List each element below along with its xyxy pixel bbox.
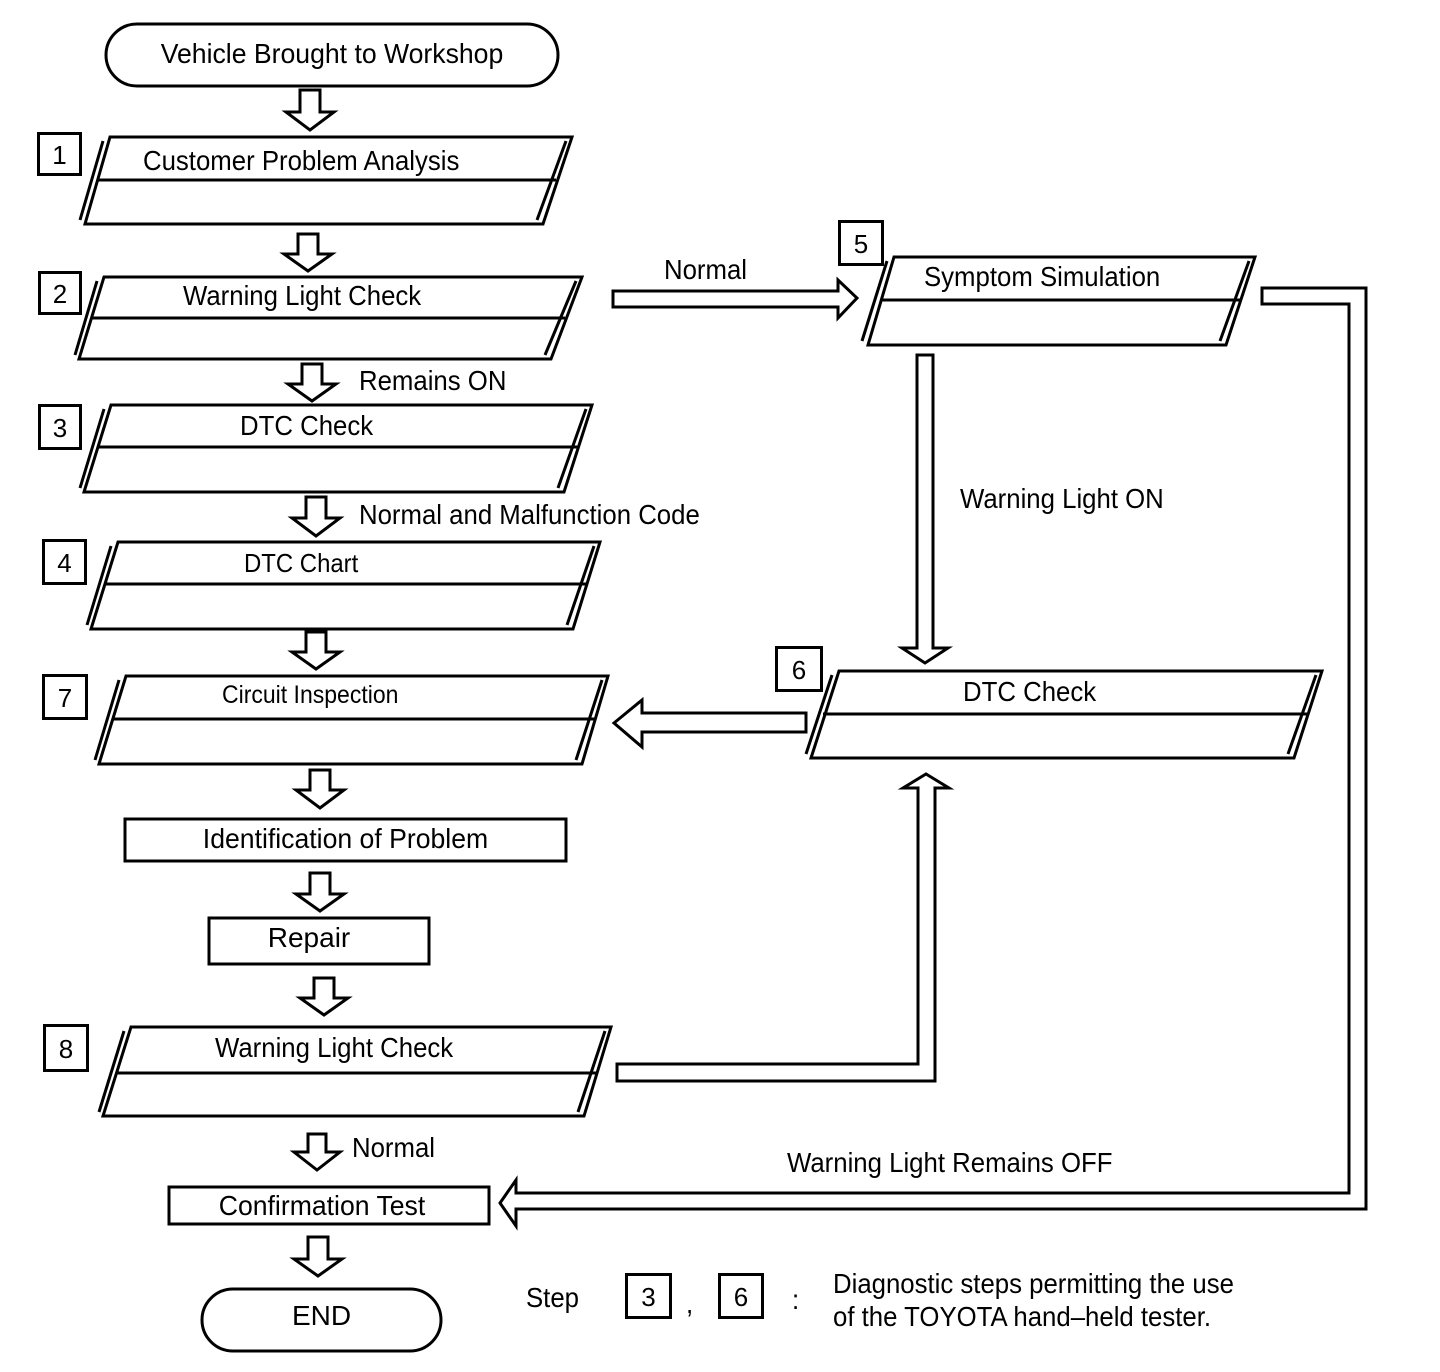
legend-separator: ,: [686, 1288, 694, 1319]
step-5-shape: [860, 255, 1258, 347]
arrow-down-confirmation-to-end: [289, 1235, 347, 1278]
step-7-shape: [93, 674, 611, 766]
legend-step-prefix: Step: [526, 1282, 580, 1313]
arrow-down-5-to-6: [896, 353, 954, 665]
edge-label-normal-to-confirmation: Normal: [352, 1132, 436, 1163]
edge-label-warning-light-remains-off: Warning Light Remains OFF: [787, 1147, 1113, 1178]
arrow-down-7-to-identification: [291, 768, 349, 810]
step-6-shape: [804, 669, 1325, 760]
step-2-label: Warning Light Check: [183, 280, 422, 311]
arrow-down-1-to-2: [279, 232, 337, 273]
arrow-down-identification-to-repair: [291, 871, 349, 913]
arrow-right-2-to-5: [611, 276, 860, 322]
legend-step-number-3: 3: [625, 1273, 672, 1319]
step-3-shape: [78, 403, 595, 494]
legend-colon: :: [792, 1284, 800, 1315]
step-number-3: 3: [38, 404, 82, 450]
legend-description-line-2: of the TOYOTA hand–held tester.: [833, 1301, 1212, 1332]
step-7-label: Circuit Inspection: [222, 681, 399, 709]
edge-label-remains-on: Remains ON: [359, 365, 507, 396]
step-number-8: 8: [43, 1024, 89, 1072]
step-number-6: 6: [775, 646, 823, 692]
end-terminal-shape: [200, 1287, 443, 1353]
legend-step-number-6: 6: [718, 1273, 764, 1319]
identification-label: Identification of Problem: [202, 823, 489, 854]
step-5-label: Symptom Simulation: [924, 261, 1161, 292]
arrow-down-8-to-confirmation: [289, 1132, 345, 1172]
step-3-label: DTC Check: [240, 410, 374, 441]
step-6-label: DTC Check: [963, 676, 1097, 707]
arrow-down-start-to-1: [281, 88, 339, 132]
step-4-label: DTC Chart: [244, 548, 359, 578]
step-2-shape: [73, 275, 585, 361]
step-8-label: Warning Light Check: [215, 1032, 454, 1063]
arrow-down-3-to-4: [287, 495, 345, 538]
edge-label-warning-light-on: Warning Light ON: [960, 483, 1164, 514]
step-number-2: 2: [38, 271, 82, 315]
repair-label: Repair: [267, 922, 351, 953]
step-number-1: 1: [37, 132, 82, 176]
step-8-shape: [97, 1025, 614, 1118]
start-terminal-label: Vehicle Brought to Workshop: [160, 38, 504, 69]
arrow-left-6-to-7: [611, 696, 808, 751]
edge-label-normal-and-malfunction: Normal and Malfunction Code: [359, 499, 700, 530]
arrow-down-repair-to-8: [295, 976, 353, 1017]
end-terminal-label: END: [291, 1300, 352, 1331]
legend-description-line-1: Diagnostic steps permitting the use: [833, 1268, 1234, 1299]
step-1-shape: [78, 135, 575, 226]
step-1-label: Customer Problem Analysis: [143, 145, 460, 176]
edge-label-normal-to-symptom: Normal: [664, 254, 748, 285]
start-terminal-shape: [104, 22, 560, 88]
confirmation-label: Confirmation Test: [218, 1190, 426, 1221]
arrow-5-to-confirmation: [498, 286, 1368, 1231]
repair-box-shape: [207, 916, 431, 966]
arrow-down-2-to-3: [283, 362, 341, 403]
step-number-7: 7: [42, 674, 88, 720]
step-4-shape: [85, 540, 603, 631]
identification-box-shape: [123, 817, 568, 863]
arrow-down-4-to-7: [287, 630, 345, 671]
step-number-5: 5: [838, 220, 884, 266]
confirmation-box-shape: [167, 1185, 491, 1226]
arrow-up-8-to-6: [615, 772, 955, 1083]
step-number-4: 4: [42, 539, 87, 585]
